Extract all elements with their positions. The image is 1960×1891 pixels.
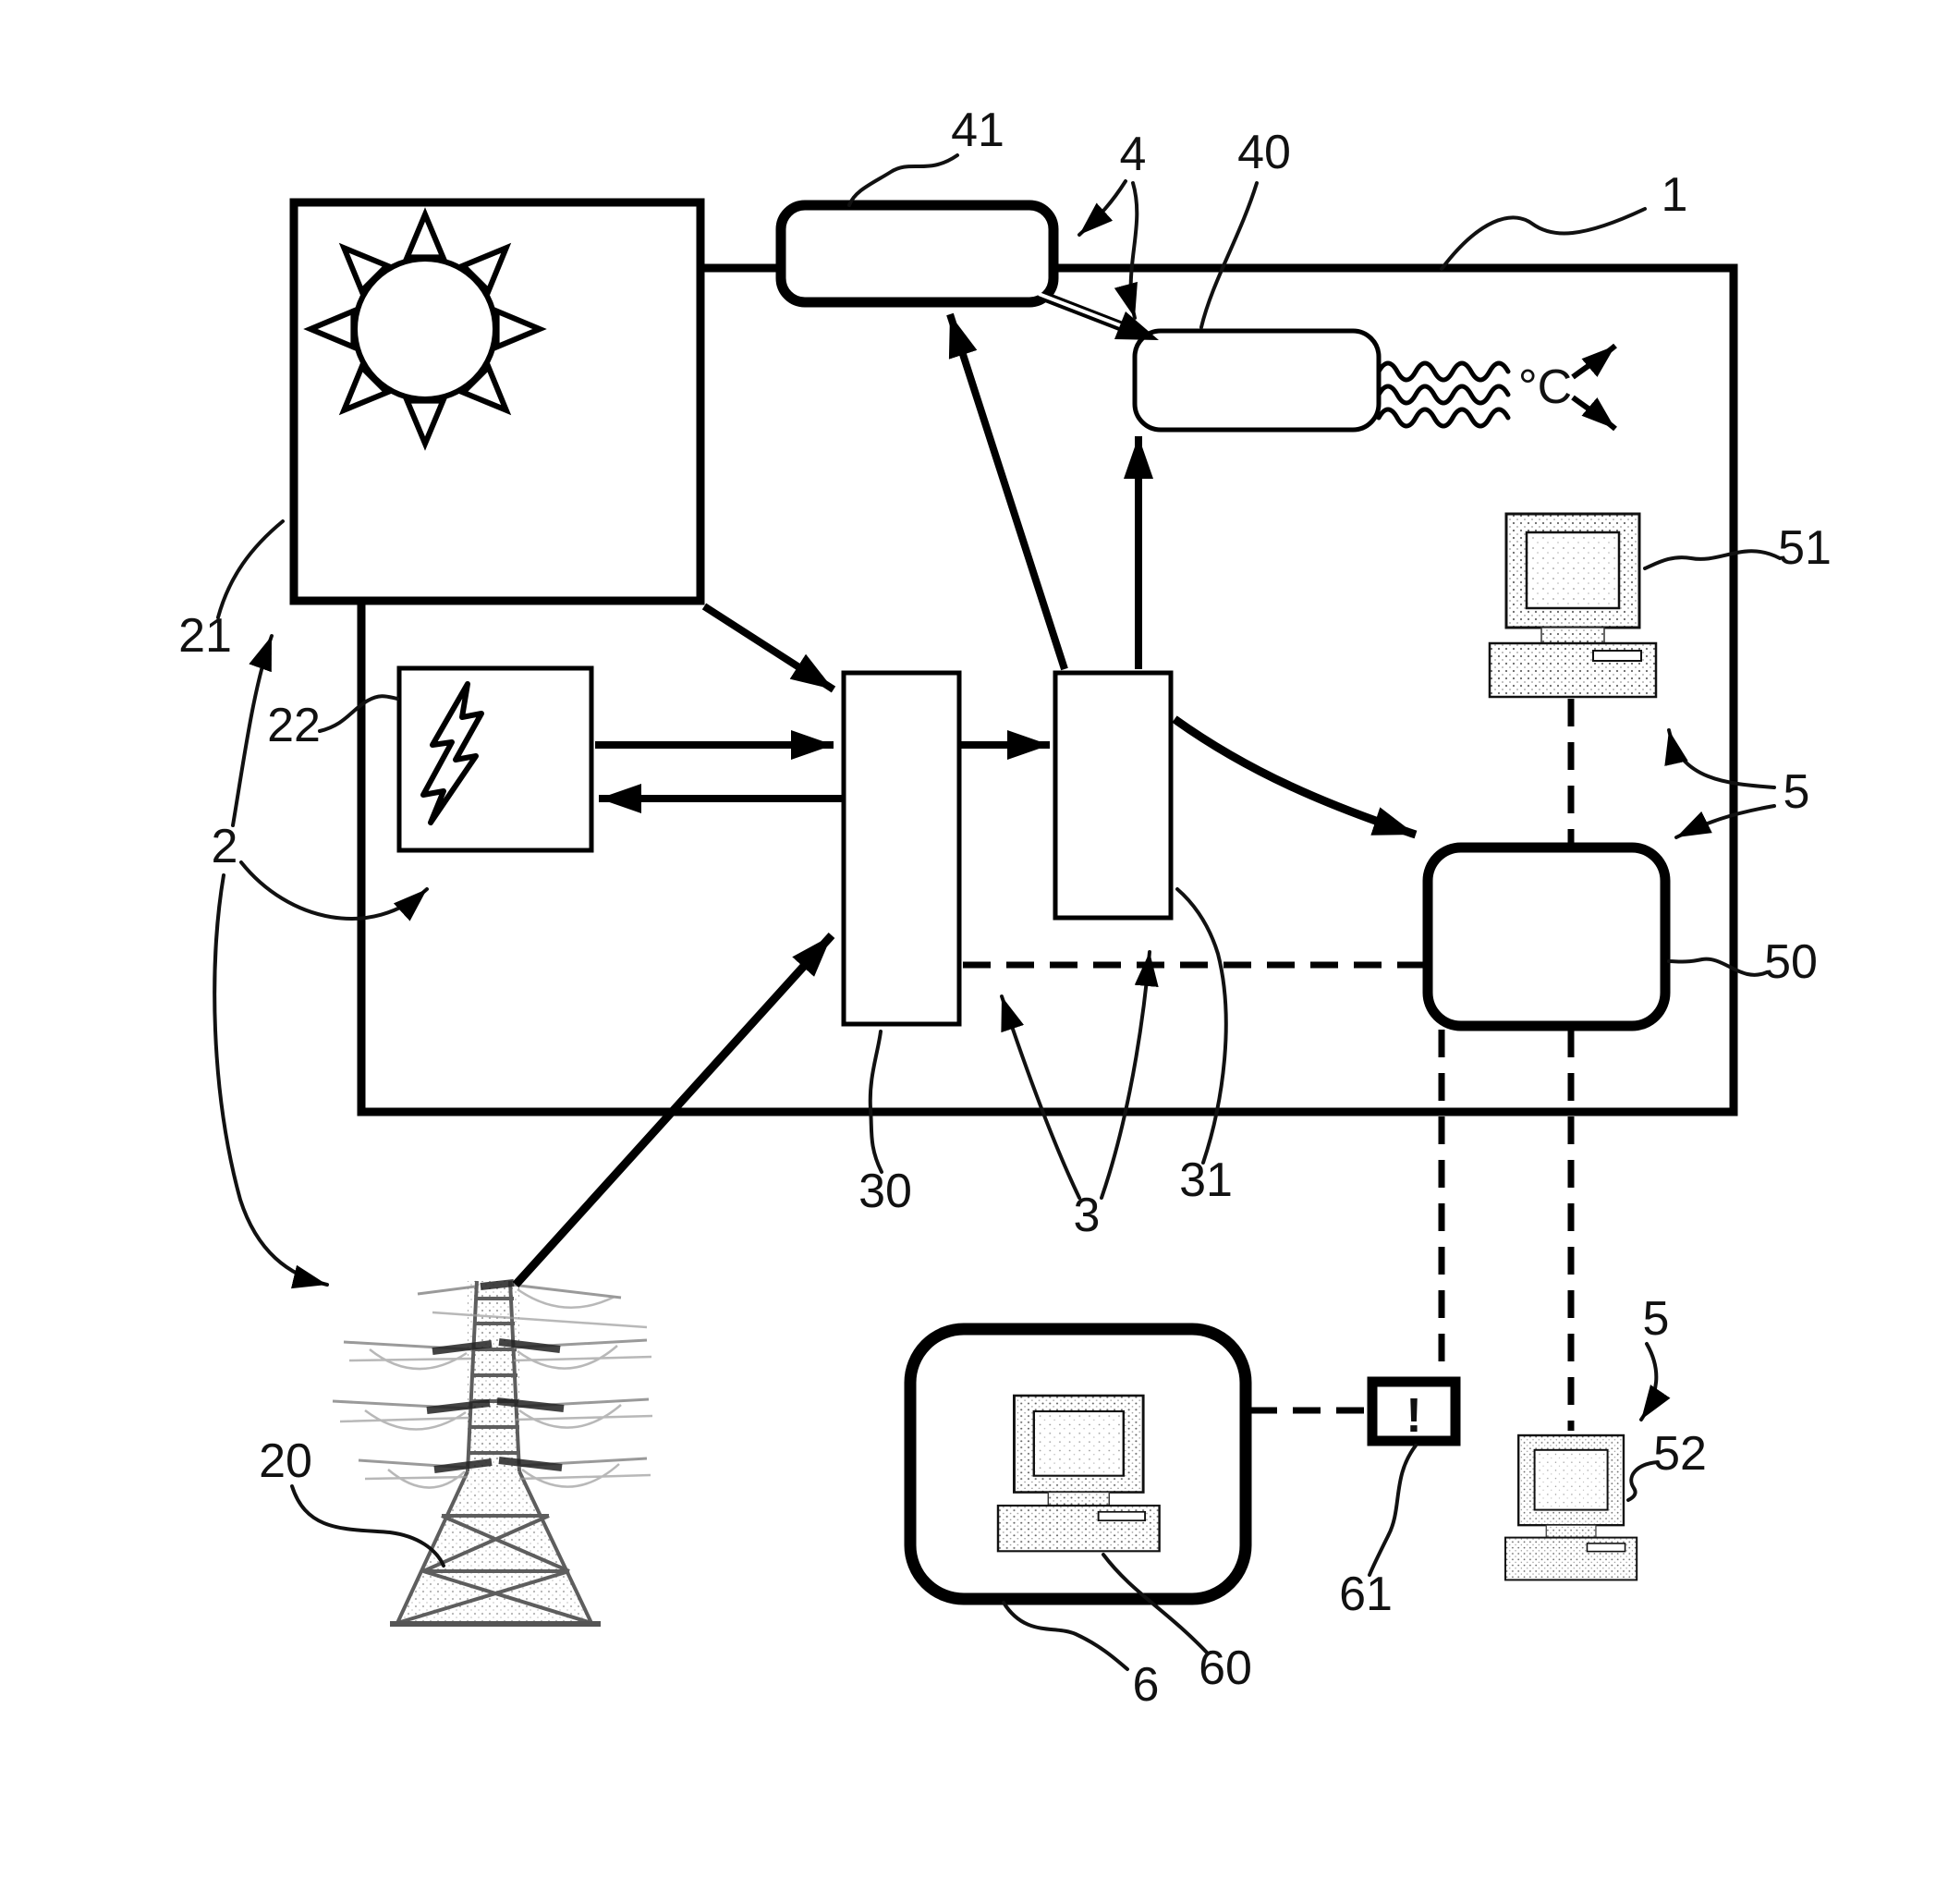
tower-frame — [396, 1280, 593, 1625]
leader-arrow-3-to-31 — [1100, 950, 1159, 1200]
computer-icon-52 — [1503, 1434, 1638, 1581]
temperature-icon: °C — [1518, 360, 1572, 414]
leader-arrow-4a — [1077, 179, 1127, 237]
ref-label-51: 51 — [1778, 521, 1832, 575]
ref-label-30: 30 — [858, 1165, 912, 1218]
ref-label-5-upper: 5 — [1783, 765, 1810, 819]
leader-arrow-5-to-50 — [1674, 804, 1776, 839]
ref-label-50: 50 — [1764, 935, 1818, 989]
leader-50 — [1667, 957, 1769, 977]
ref-label-3: 3 — [1074, 1189, 1101, 1242]
ref-label-41: 41 — [951, 104, 1004, 157]
temperature-sensor-box — [1132, 328, 1382, 433]
leader-30 — [868, 1030, 883, 1174]
leader-arrow-5-to-51 — [1664, 728, 1776, 789]
leader-arrow-4b — [1114, 181, 1139, 320]
ref-label-60: 60 — [1199, 1641, 1252, 1695]
leader-arrow-2-to-generator — [239, 860, 429, 921]
ref-label-61: 61 — [1339, 1568, 1393, 1621]
leader-31 — [1175, 887, 1228, 1165]
ref-label-31: 31 — [1179, 1153, 1233, 1207]
leader-21 — [216, 519, 285, 619]
ref-label-5-lower: 5 — [1643, 1292, 1670, 1346]
connector-control-to-sensor — [1038, 290, 1159, 340]
ref-label-4: 4 — [1120, 128, 1147, 181]
leader-6 — [1002, 1601, 1129, 1671]
leader-52 — [1626, 1460, 1660, 1502]
leader-arrow-3-to-30 — [1000, 994, 1081, 1200]
leader-61 — [1368, 1444, 1418, 1577]
leader-20 — [290, 1484, 445, 1568]
communication-unit-box — [1422, 842, 1671, 1031]
leader-arrow-2-to-grid — [213, 873, 329, 1289]
alert-icon: ! — [1406, 1389, 1421, 1443]
computer-icon-60 — [996, 1394, 1162, 1553]
arrow-pvmodule-to-converter — [701, 603, 836, 693]
arrow-grid-to-converter — [512, 932, 835, 1288]
leader-51 — [1643, 549, 1782, 570]
sun-icon — [303, 207, 547, 451]
ref-label-52: 52 — [1653, 1427, 1707, 1481]
control-unit-box — [775, 200, 1059, 308]
tower-icon — [332, 1279, 653, 1627]
ref-label-21: 21 — [178, 609, 232, 663]
ref-label-6: 6 — [1133, 1658, 1160, 1712]
leader-arrow-5-to-52 — [1639, 1342, 1671, 1421]
alarm-unit-box — [1367, 1376, 1461, 1446]
power-lines — [332, 1279, 653, 1489]
inverter-stage-box — [1053, 670, 1174, 921]
leader-1 — [1440, 207, 1647, 271]
leader-60 — [1102, 1553, 1209, 1654]
tower-leg-texture — [397, 1471, 591, 1623]
arrow-inverter-to-comm — [1172, 715, 1418, 839]
main-system-box — [357, 263, 1738, 1116]
ref-label-22: 22 — [267, 699, 321, 752]
heat-waves-icon — [1376, 360, 1511, 429]
leader-41 — [847, 153, 959, 207]
leader-arrow-2-to-module — [231, 634, 274, 827]
ref-label-40: 40 — [1237, 126, 1291, 179]
converter-stage-box — [841, 670, 962, 1027]
temperature-fork-arrows — [1571, 343, 1617, 432]
leader-40 — [1199, 181, 1259, 329]
ref-label-1: 1 — [1662, 168, 1688, 222]
ref-label-20: 20 — [259, 1434, 312, 1488]
ref-label-2: 2 — [212, 820, 238, 873]
leader-22 — [318, 694, 399, 733]
arrow-inverter-to-control — [946, 312, 1068, 671]
computer-icon-51 — [1488, 512, 1658, 699]
lightning-icon — [420, 681, 484, 825]
